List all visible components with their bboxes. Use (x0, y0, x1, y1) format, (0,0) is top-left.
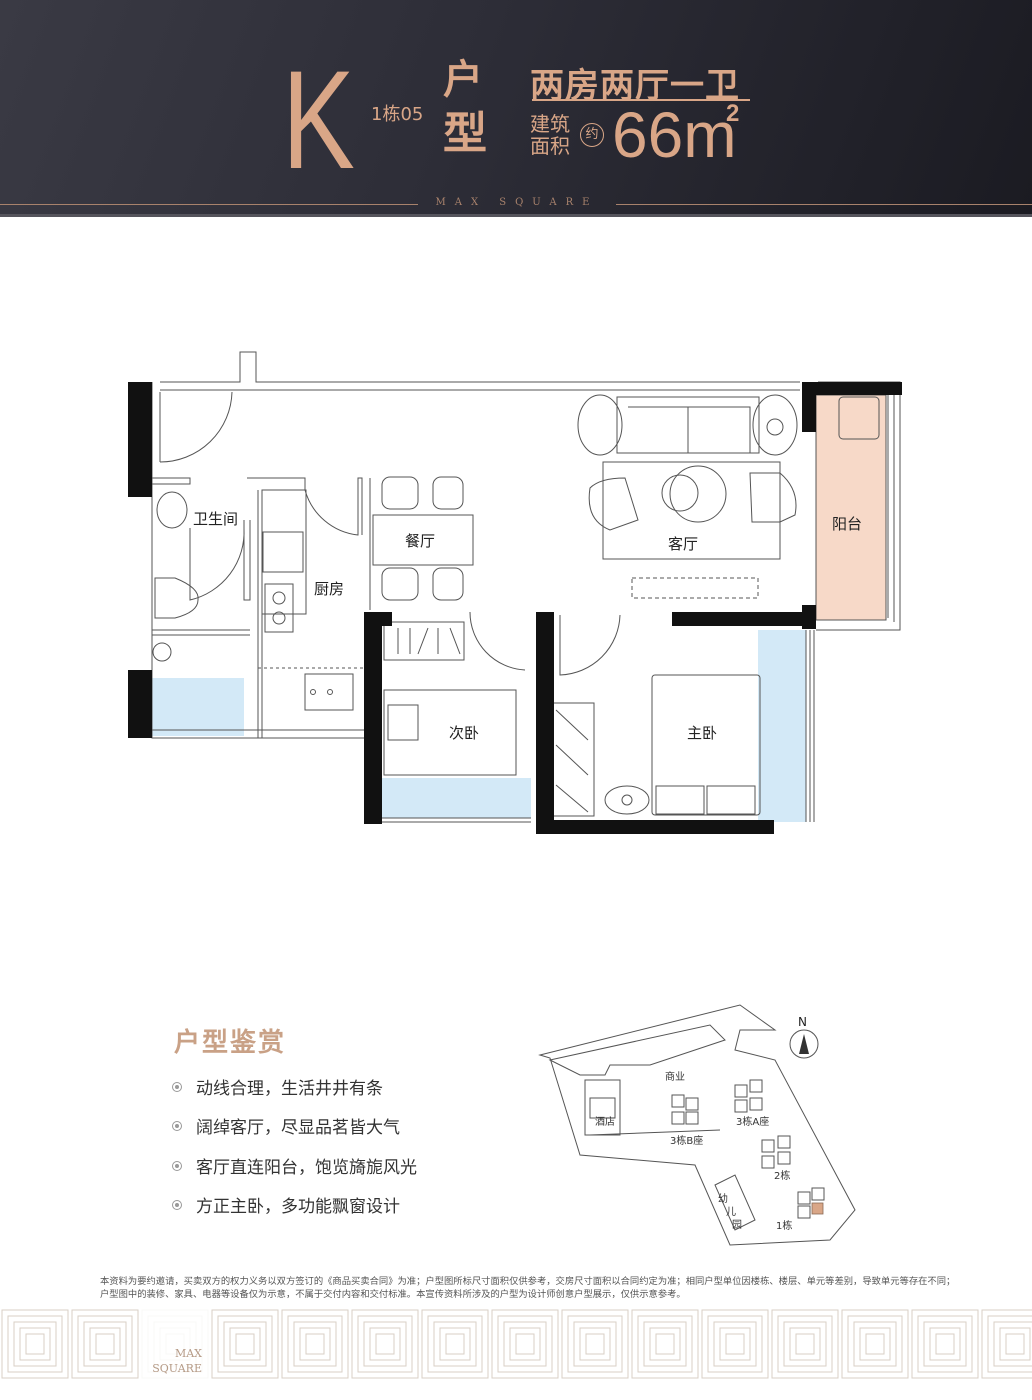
bath-window-fill (152, 678, 244, 736)
header-banner: K 1栋05 户 型 两房两厅一卫 建筑面积 约 66m 2 MAX SQUAR… (0, 0, 1032, 217)
bullet-icon (172, 1081, 182, 1092)
room-label-kitchen: 厨房 (314, 580, 345, 598)
room-label-second-bedroom: 次卧 (449, 724, 480, 742)
brand-rule-left (0, 204, 418, 205)
site-label-hotel: 酒店 (595, 1117, 615, 1128)
feature-text: 阔绰客厅，尽显品茗皆大气 (196, 1118, 400, 1138)
bullet-icon (172, 1160, 182, 1171)
site-plan: N 商业 酒店 3栋B座 3栋A座 2栋 1栋 幼 儿 园 (530, 980, 890, 1260)
site-label-building-3b: 3栋B座 (670, 1136, 704, 1147)
title-hu: 户 (443, 57, 483, 103)
kindergarten-char: 园 (732, 1220, 742, 1231)
room-label-bathroom: 卫生间 (193, 510, 239, 528)
footer-decorative-pattern (0, 1308, 1032, 1380)
feature-text: 动线合理，生活井井有条 (196, 1079, 383, 1099)
room-label-living: 客厅 (668, 535, 699, 553)
bullet-icon (172, 1199, 182, 1210)
room-label-dining: 餐厅 (405, 532, 436, 550)
building-2 (761, 1135, 791, 1169)
footer-brand: MAX SQUARE (152, 1346, 202, 1376)
floor-plan: 卫生间 厨房 餐厅 客厅 阳台 次卧 主卧 (0, 230, 1032, 930)
building-unit: 1栋05 (371, 104, 424, 125)
feature-item: 动线合理，生活井井有条 (172, 1074, 383, 1099)
footer-pattern (0, 1308, 1032, 1380)
site-plan-drawing (538, 1004, 856, 1246)
title-xing: 型 (443, 108, 487, 159)
disclaimer-line-2: 户型图中的装修、家具、电器等设备仅为示意，不属于交付内容和交付标准。本宣传资料所… (100, 1289, 686, 1300)
building-3a (734, 1079, 763, 1113)
master-window-fill (758, 630, 806, 822)
site-label-building-2: 2栋 (774, 1171, 791, 1182)
feature-text: 方正主卧，多功能飘窗设计 (196, 1197, 400, 1217)
footer-brand-line-1: MAX (174, 1347, 202, 1360)
second-bedroom-window-fill (381, 778, 531, 818)
room-label-balcony: 阳台 (832, 515, 863, 533)
site-label-building-3a: 3栋A座 (736, 1117, 770, 1128)
building-1 (797, 1187, 825, 1219)
brand-name: MAX SQUARE (435, 197, 599, 208)
footer-brand-line-2: SQUARE (152, 1362, 202, 1375)
features-title: 户型鉴赏 (174, 1028, 287, 1058)
site-label-building-1: 1栋 (776, 1221, 793, 1232)
bullet-icon (172, 1120, 182, 1131)
disclaimer-line-1: 本资料为要约邀请，买卖双方的权力义务以双方签订的《商品买卖合同》为准；户型图所标… (100, 1276, 956, 1287)
building-3b (671, 1094, 699, 1125)
disclaimer: 本资料为要约邀请，买卖双方的权力义务以双方签订的《商品买卖合同》为准；户型图所标… (100, 1275, 980, 1301)
approx-badge: 约 (580, 123, 604, 147)
area-label: 建筑面积 (530, 112, 570, 158)
area-value: 66m (612, 99, 737, 171)
feature-item: 阔绰客厅，尽显品茗皆大气 (172, 1113, 400, 1138)
unit-letter: K (282, 41, 355, 198)
title-divider (532, 99, 750, 101)
floor-plan-drawing (128, 351, 902, 834)
kindergarten-char: 儿 (726, 1207, 736, 1218)
unit-highlight (811, 1202, 824, 1215)
feature-text: 客厅直连阳台，饱览旖旎风光 (196, 1158, 417, 1178)
area-unit-superscript: 2 (726, 100, 740, 127)
balcony-fill (815, 394, 887, 621)
feature-item: 客厅直连阳台，饱览旖旎风光 (172, 1153, 417, 1178)
site-label-kindergarten: 幼 儿 园 (718, 1193, 742, 1232)
room-label-master-bedroom: 主卧 (687, 724, 718, 742)
brand-rule-right (616, 204, 1032, 205)
feature-item: 方正主卧，多功能飘窗设计 (172, 1192, 400, 1217)
site-label-commercial: 商业 (665, 1072, 685, 1083)
header-bottom-edge (0, 214, 1032, 217)
kindergarten-char: 幼 (718, 1194, 728, 1205)
north-arrow-icon (799, 1034, 809, 1054)
north-label: N (798, 1015, 807, 1029)
